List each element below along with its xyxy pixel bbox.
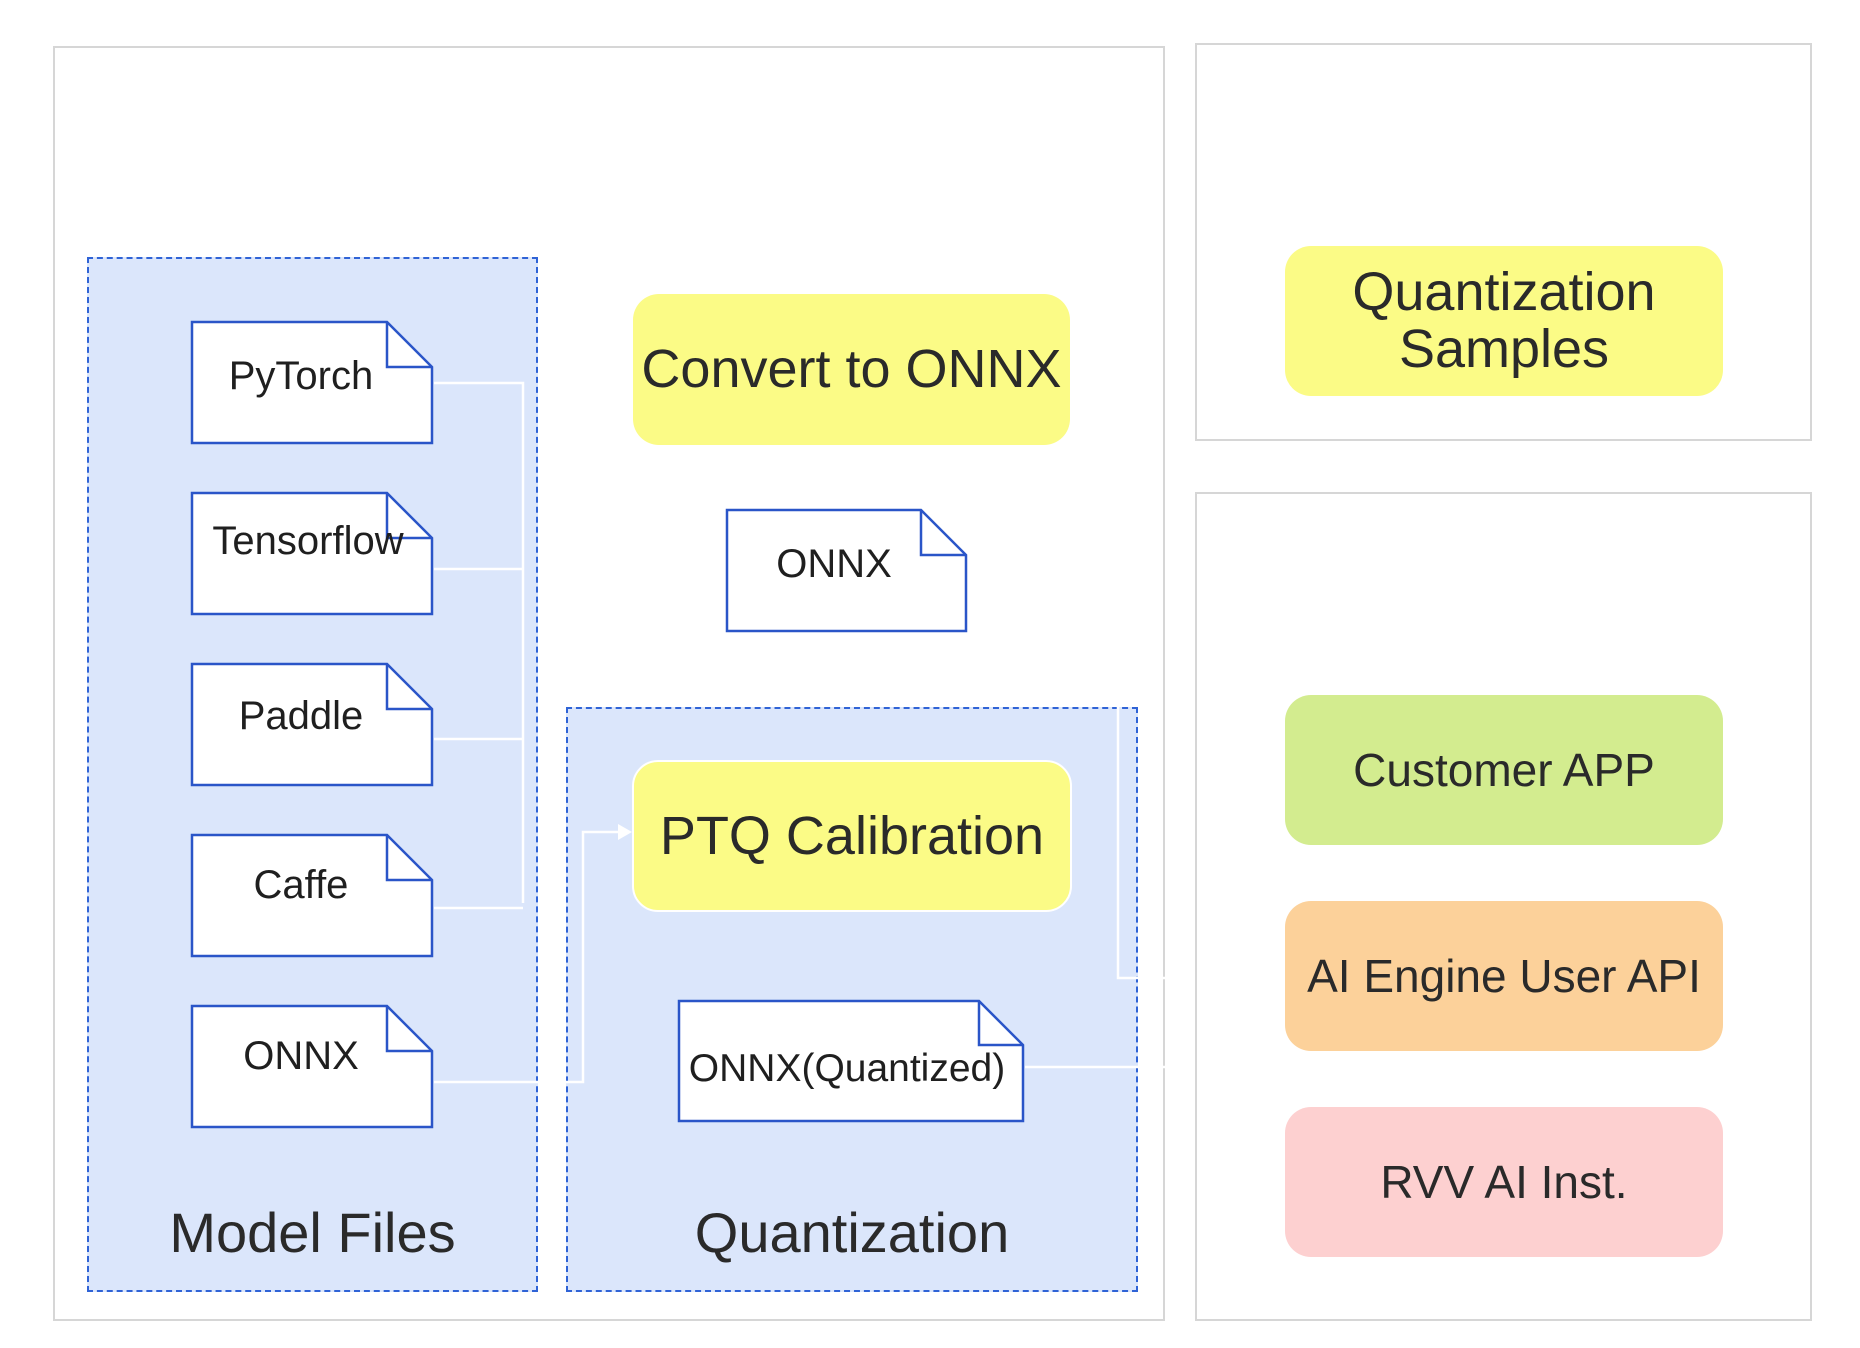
quantization-samples-line1: Quantization [1352,262,1656,323]
document-icon [677,999,1025,1123]
connector-onnx-to-ptq [434,830,620,1084]
arrowhead-ptq [618,824,632,840]
rvv-ai-inst-label: RVV AI Inst. [1380,1155,1628,1208]
quantization-label: Quantization [694,1201,1010,1264]
customer-app-label: Customer APP [1353,743,1655,796]
file-label: ONNX [243,1034,359,1078]
document-icon [190,491,434,616]
ptq-calibration-label: PTQ Calibration [659,805,1045,866]
model-files-label: Model Files [169,1201,456,1264]
convert-to-onnx-label: Convert to ONNX [641,339,1062,400]
file-label: Tensorflow [212,519,404,563]
file-onnx-quantized: ONNX(Quantized) [677,999,1025,1123]
quantization-samples-line2: Samples [1398,319,1610,379]
file-caffe: Caffe [190,833,434,958]
file-onnx: ONNX [190,1004,434,1129]
ptq-calibration-box: PTQ Calibration [632,760,1072,912]
file-label: Caffe [253,863,349,907]
file-label: Paddle [238,694,364,738]
customer-app-box: Customer APP [1285,695,1723,845]
ai-engine-user-api-label: AI Engine User API [1307,949,1701,1002]
file-tensorflow: Tensorflow [190,491,434,616]
document-icon [190,833,434,958]
convert-to-onnx-box: Convert to ONNX [633,294,1070,445]
file-onnx-converted: ONNX [725,508,968,633]
connector-pytorch [434,381,525,903]
quantization-samples-box: Quantization Samples [1285,246,1723,396]
file-pytorch: PyTorch [190,320,434,445]
connector-quantization-to-stack [1116,707,1195,980]
document-icon [190,662,434,787]
file-label: ONNX [776,542,892,586]
document-icon [725,508,968,633]
file-label: ONNX(Quantized) [688,1047,1006,1090]
file-paddle: Paddle [190,662,434,787]
ai-engine-user-api-box: AI Engine User API [1285,901,1723,1051]
file-label: PyTorch [228,354,374,398]
document-icon [190,320,434,445]
document-icon [190,1004,434,1129]
rvv-ai-inst-box: RVV AI Inst. [1285,1107,1723,1257]
